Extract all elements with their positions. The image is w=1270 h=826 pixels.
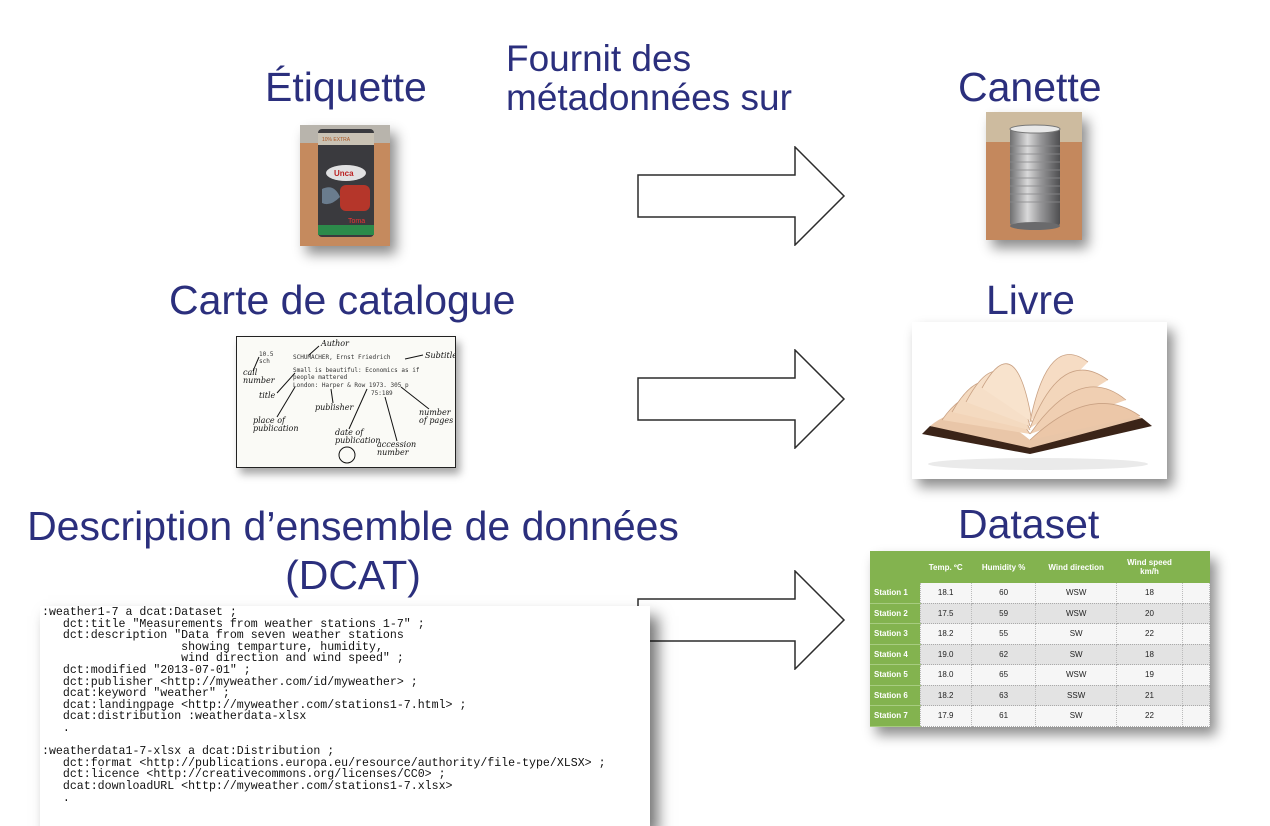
livre-label: Livre: [986, 277, 1075, 323]
humidity-cell: 55: [971, 623, 1037, 645]
pad-cell: [1182, 623, 1210, 645]
temp-cell: 17.5: [920, 603, 972, 624]
humidity-cell: 60: [971, 583, 1037, 604]
wind-speed-cell: 18: [1116, 644, 1183, 665]
card-author-line: SCHUMACHER, Ernst Friedrich: [293, 354, 391, 361]
station-cell: Station 3: [870, 623, 921, 645]
table-header-row: Temp. ºC Humidity % Wind direction Wind …: [870, 551, 1210, 583]
annotation-publisher: publisher: [315, 403, 354, 412]
catalog-card-label: Carte de catalogue: [169, 277, 516, 323]
dcat-code-block: :weather1-7 a dcat:Dataset ; dct:title "…: [40, 606, 650, 826]
wind-direction-cell: SW: [1035, 705, 1117, 727]
wind-direction-cell: WSW: [1035, 583, 1117, 604]
table-row: Station 1 18.1 60 WSW 18: [870, 583, 1210, 604]
table-row: Station 5 18.0 65 WSW 19: [870, 664, 1210, 686]
header-temp: Temp. ºC: [920, 551, 972, 583]
wind-speed-cell: 20: [1116, 603, 1183, 624]
humidity-cell: 62: [971, 644, 1037, 665]
catalog-card-image: 10.5 sch SCHUMACHER, Ernst Friedrich Sma…: [236, 336, 456, 468]
station-cell: Station 6: [870, 685, 921, 706]
header-wind-direction: Wind direction: [1035, 551, 1117, 583]
arrow-2: [637, 349, 846, 449]
can-product-text: Toma: [348, 218, 365, 225]
canette-label: Canette: [958, 64, 1102, 110]
arrow-3: [637, 570, 846, 670]
pad-cell: [1182, 705, 1210, 727]
station-cell: Station 4: [870, 644, 921, 665]
station-cell: Station 1: [870, 583, 921, 604]
temp-cell: 17.9: [920, 705, 972, 727]
header-pad: [1182, 551, 1210, 583]
pad-cell: [1182, 664, 1210, 686]
dataset-label: Dataset: [958, 501, 1100, 547]
station-cell: Station 5: [870, 664, 921, 686]
wind-speed-cell: 22: [1116, 623, 1183, 645]
pad-cell: [1182, 603, 1210, 624]
table-row: Station 4 19.0 62 SW 18: [870, 644, 1210, 665]
annotation-title: title: [259, 391, 276, 400]
humidity-cell: 65: [971, 664, 1037, 686]
dcat-description-label: Description d’ensemble de données (DCAT): [27, 503, 679, 599]
etiquette-label: Étiquette: [265, 64, 427, 110]
station-cell: Station 7: [870, 705, 921, 727]
card-call-number-code: 10.5 sch: [259, 351, 274, 365]
table-row: Station 3 18.2 55 SW 22: [870, 623, 1210, 645]
arrow-1: [637, 146, 846, 246]
wind-speed-cell: 22: [1116, 705, 1183, 727]
table-corner-cell: [870, 551, 920, 583]
wind-speed-cell: 19: [1116, 664, 1183, 686]
wind-speed-cell: 21: [1116, 685, 1183, 706]
pad-cell: [1182, 685, 1210, 706]
wind-direction-cell: WSW: [1035, 603, 1117, 624]
temp-cell: 18.1: [920, 583, 972, 604]
can-brand-text: Unca: [334, 169, 354, 178]
temp-cell: 18.2: [920, 623, 972, 645]
card-annotation-arrows: [252, 345, 430, 464]
card-imprint-line: London: Harper & Row 1973. 305 p: [293, 382, 409, 389]
wind-direction-cell: SSW: [1035, 685, 1117, 706]
annotation-author: Author: [321, 339, 349, 348]
labelled-can-illustration: 10% EXTRA Unca Toma: [300, 125, 390, 246]
can-promo-text: 10% EXTRA: [322, 137, 351, 143]
table-row: Station 6 18.2 63 SSW 21: [870, 685, 1210, 706]
labelled-can-image: 10% EXTRA Unca Toma: [300, 125, 390, 246]
card-title-line: Small is beautiful: Economics as if peop…: [293, 367, 420, 381]
header-wind-speed: Wind speed km/h: [1116, 551, 1183, 583]
humidity-cell: 59: [971, 603, 1037, 624]
wind-direction-cell: WSW: [1035, 664, 1117, 686]
dataset-table: Temp. ºC Humidity % Wind direction Wind …: [870, 551, 1210, 727]
humidity-cell: 61: [971, 705, 1037, 727]
open-book-illustration: [922, 354, 1152, 470]
temp-cell: 18.0: [920, 664, 972, 686]
pad-cell: [1182, 644, 1210, 665]
annotation-place: place of publication: [253, 416, 299, 433]
header-humidity: Humidity %: [971, 551, 1036, 583]
annotation-pages: number of pages: [419, 408, 454, 425]
annotation-call-number: call number: [243, 368, 275, 385]
wind-direction-cell: SW: [1035, 623, 1117, 645]
open-book-image: [912, 322, 1167, 479]
temp-cell: 19.0: [920, 644, 972, 665]
wind-speed-cell: 18: [1116, 583, 1183, 604]
empty-can-illustration: [986, 112, 1082, 240]
table-row: Station 2 17.5 59 WSW 20: [870, 603, 1210, 624]
annotation-accession: accession number: [377, 440, 417, 457]
card-accession-line: 75:189: [371, 390, 393, 397]
table-row: Station 7 17.9 61 SW 22: [870, 705, 1210, 727]
annotation-subtitle: Subtitle: [425, 351, 456, 360]
station-cell: Station 2: [870, 603, 921, 624]
humidity-cell: 63: [971, 685, 1037, 706]
pad-cell: [1182, 583, 1210, 604]
annotation-date: date of publication: [335, 428, 381, 445]
provides-metadata-label: Fournit des métadonnées sur: [506, 38, 792, 118]
temp-cell: 18.2: [920, 685, 972, 706]
empty-can-image: [986, 112, 1082, 240]
wind-direction-cell: SW: [1035, 644, 1117, 665]
